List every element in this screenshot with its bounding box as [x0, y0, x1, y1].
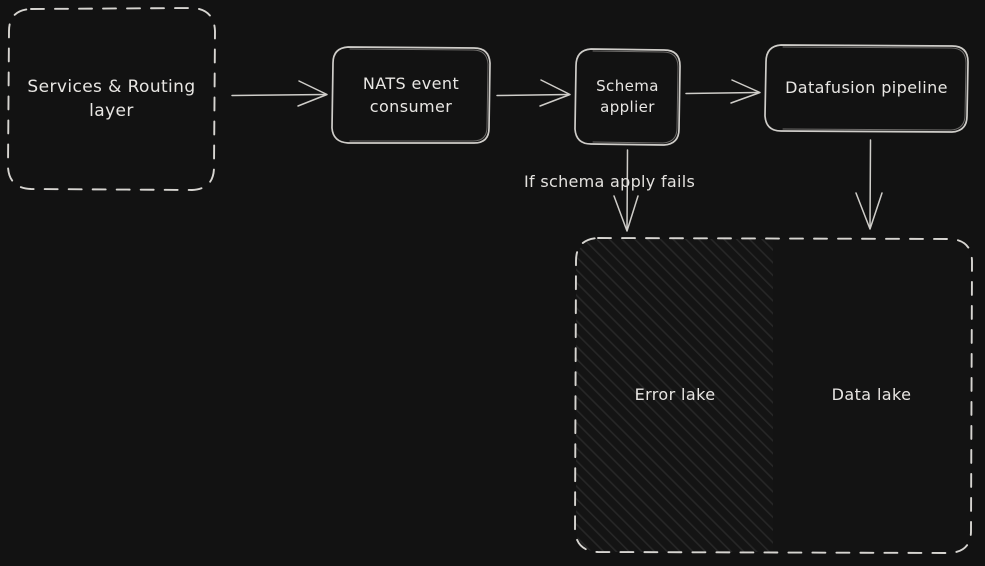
edge-schema-to-datafusion	[685, 79, 761, 104]
data-lake-fill	[773, 239, 971, 552]
nats-event-consumer-shape[interactable]	[331, 46, 491, 144]
services-routing-layer-shape[interactable]	[7, 7, 216, 191]
if-schema-apply-fails-label: If schema apply fails	[524, 172, 696, 191]
schema-applier-shape[interactable]	[574, 48, 681, 146]
edge-services-to-nats	[231, 80, 328, 107]
edge-datafusion-to-data-lake	[855, 139, 883, 230]
datafusion-pipeline-shape[interactable]	[764, 44, 969, 133]
edge-schema-to-error-lake	[613, 149, 639, 232]
edge-nats-to-schema	[496, 79, 571, 107]
lake-container-shape[interactable]	[574, 237, 973, 554]
error-lake-hatch-fill	[576, 239, 773, 552]
